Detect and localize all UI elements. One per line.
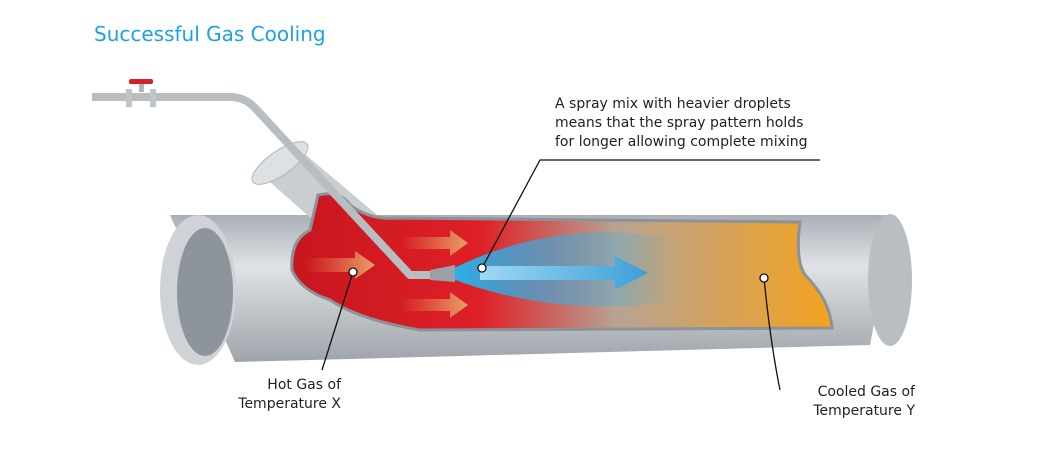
- spray-callout-line: means that the spray pattern holds: [555, 115, 804, 131]
- diagram-title: Successful Gas Cooling: [94, 22, 326, 46]
- spray-callout-line: for longer allowing complete mixing: [555, 134, 808, 150]
- hot-gas-line: Temperature X: [238, 396, 341, 412]
- cooled-gas-callout: Cooled Gas of Temperature Y: [780, 383, 915, 421]
- flow-arrow: [400, 292, 468, 318]
- spray-callout: A spray mix with heavier droplets means …: [555, 95, 808, 152]
- hot-gas-callout: Hot Gas of Temperature X: [231, 376, 341, 414]
- supply-pipe: [92, 79, 455, 282]
- cooled-gas-line: Temperature Y: [813, 403, 915, 419]
- hot-gas-line: Hot Gas of: [267, 377, 341, 393]
- spray-callout-line: A spray mix with heavier droplets: [555, 96, 791, 112]
- mixed-flow-arrow: [480, 256, 648, 290]
- callout-leaders: [321, 159, 820, 391]
- valve-handle-icon: [129, 79, 153, 84]
- flow-arrow: [400, 230, 468, 256]
- cooled-gas-line: Cooled Gas of: [817, 384, 915, 400]
